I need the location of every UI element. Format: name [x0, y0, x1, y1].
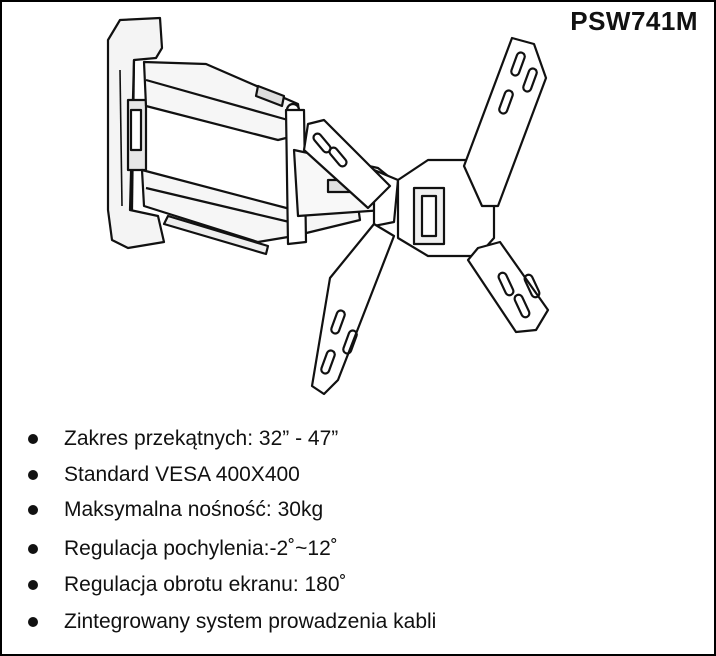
feature-text: Regulacja obrotu ekranu: 180˚	[64, 573, 347, 596]
bullet-icon	[28, 470, 38, 480]
list-item: Zakres przekątnych: 32” - 47”	[28, 422, 688, 456]
model-code: PSW741M	[570, 6, 698, 36]
list-item: Regulacja pochylenia:-2˚~12˚	[28, 532, 688, 566]
bullet-icon	[28, 505, 38, 515]
tv-wall-mount-drawing-icon	[106, 16, 550, 396]
feature-text: Maksymalna nośność: 30kg	[64, 498, 324, 521]
feature-text: Zakres przekątnych: 32” - 47”	[64, 427, 339, 450]
list-item: Zintegrowany system prowadzenia kabli	[28, 605, 688, 639]
list-item: Standard VESA 400X400	[28, 458, 688, 492]
bullet-icon	[28, 580, 38, 590]
list-item: Regulacja obrotu ekranu: 180˚	[28, 568, 688, 602]
bullet-icon	[28, 617, 38, 627]
list-item: Maksymalna nośność: 30kg	[28, 493, 688, 527]
feature-text: Regulacja pochylenia:-2˚~12˚	[64, 537, 338, 560]
bullet-icon	[28, 434, 38, 444]
feature-text: Standard VESA 400X400	[64, 463, 300, 486]
bullet-icon	[28, 544, 38, 554]
feature-text: Zintegrowany system prowadzenia kabli	[64, 610, 437, 633]
